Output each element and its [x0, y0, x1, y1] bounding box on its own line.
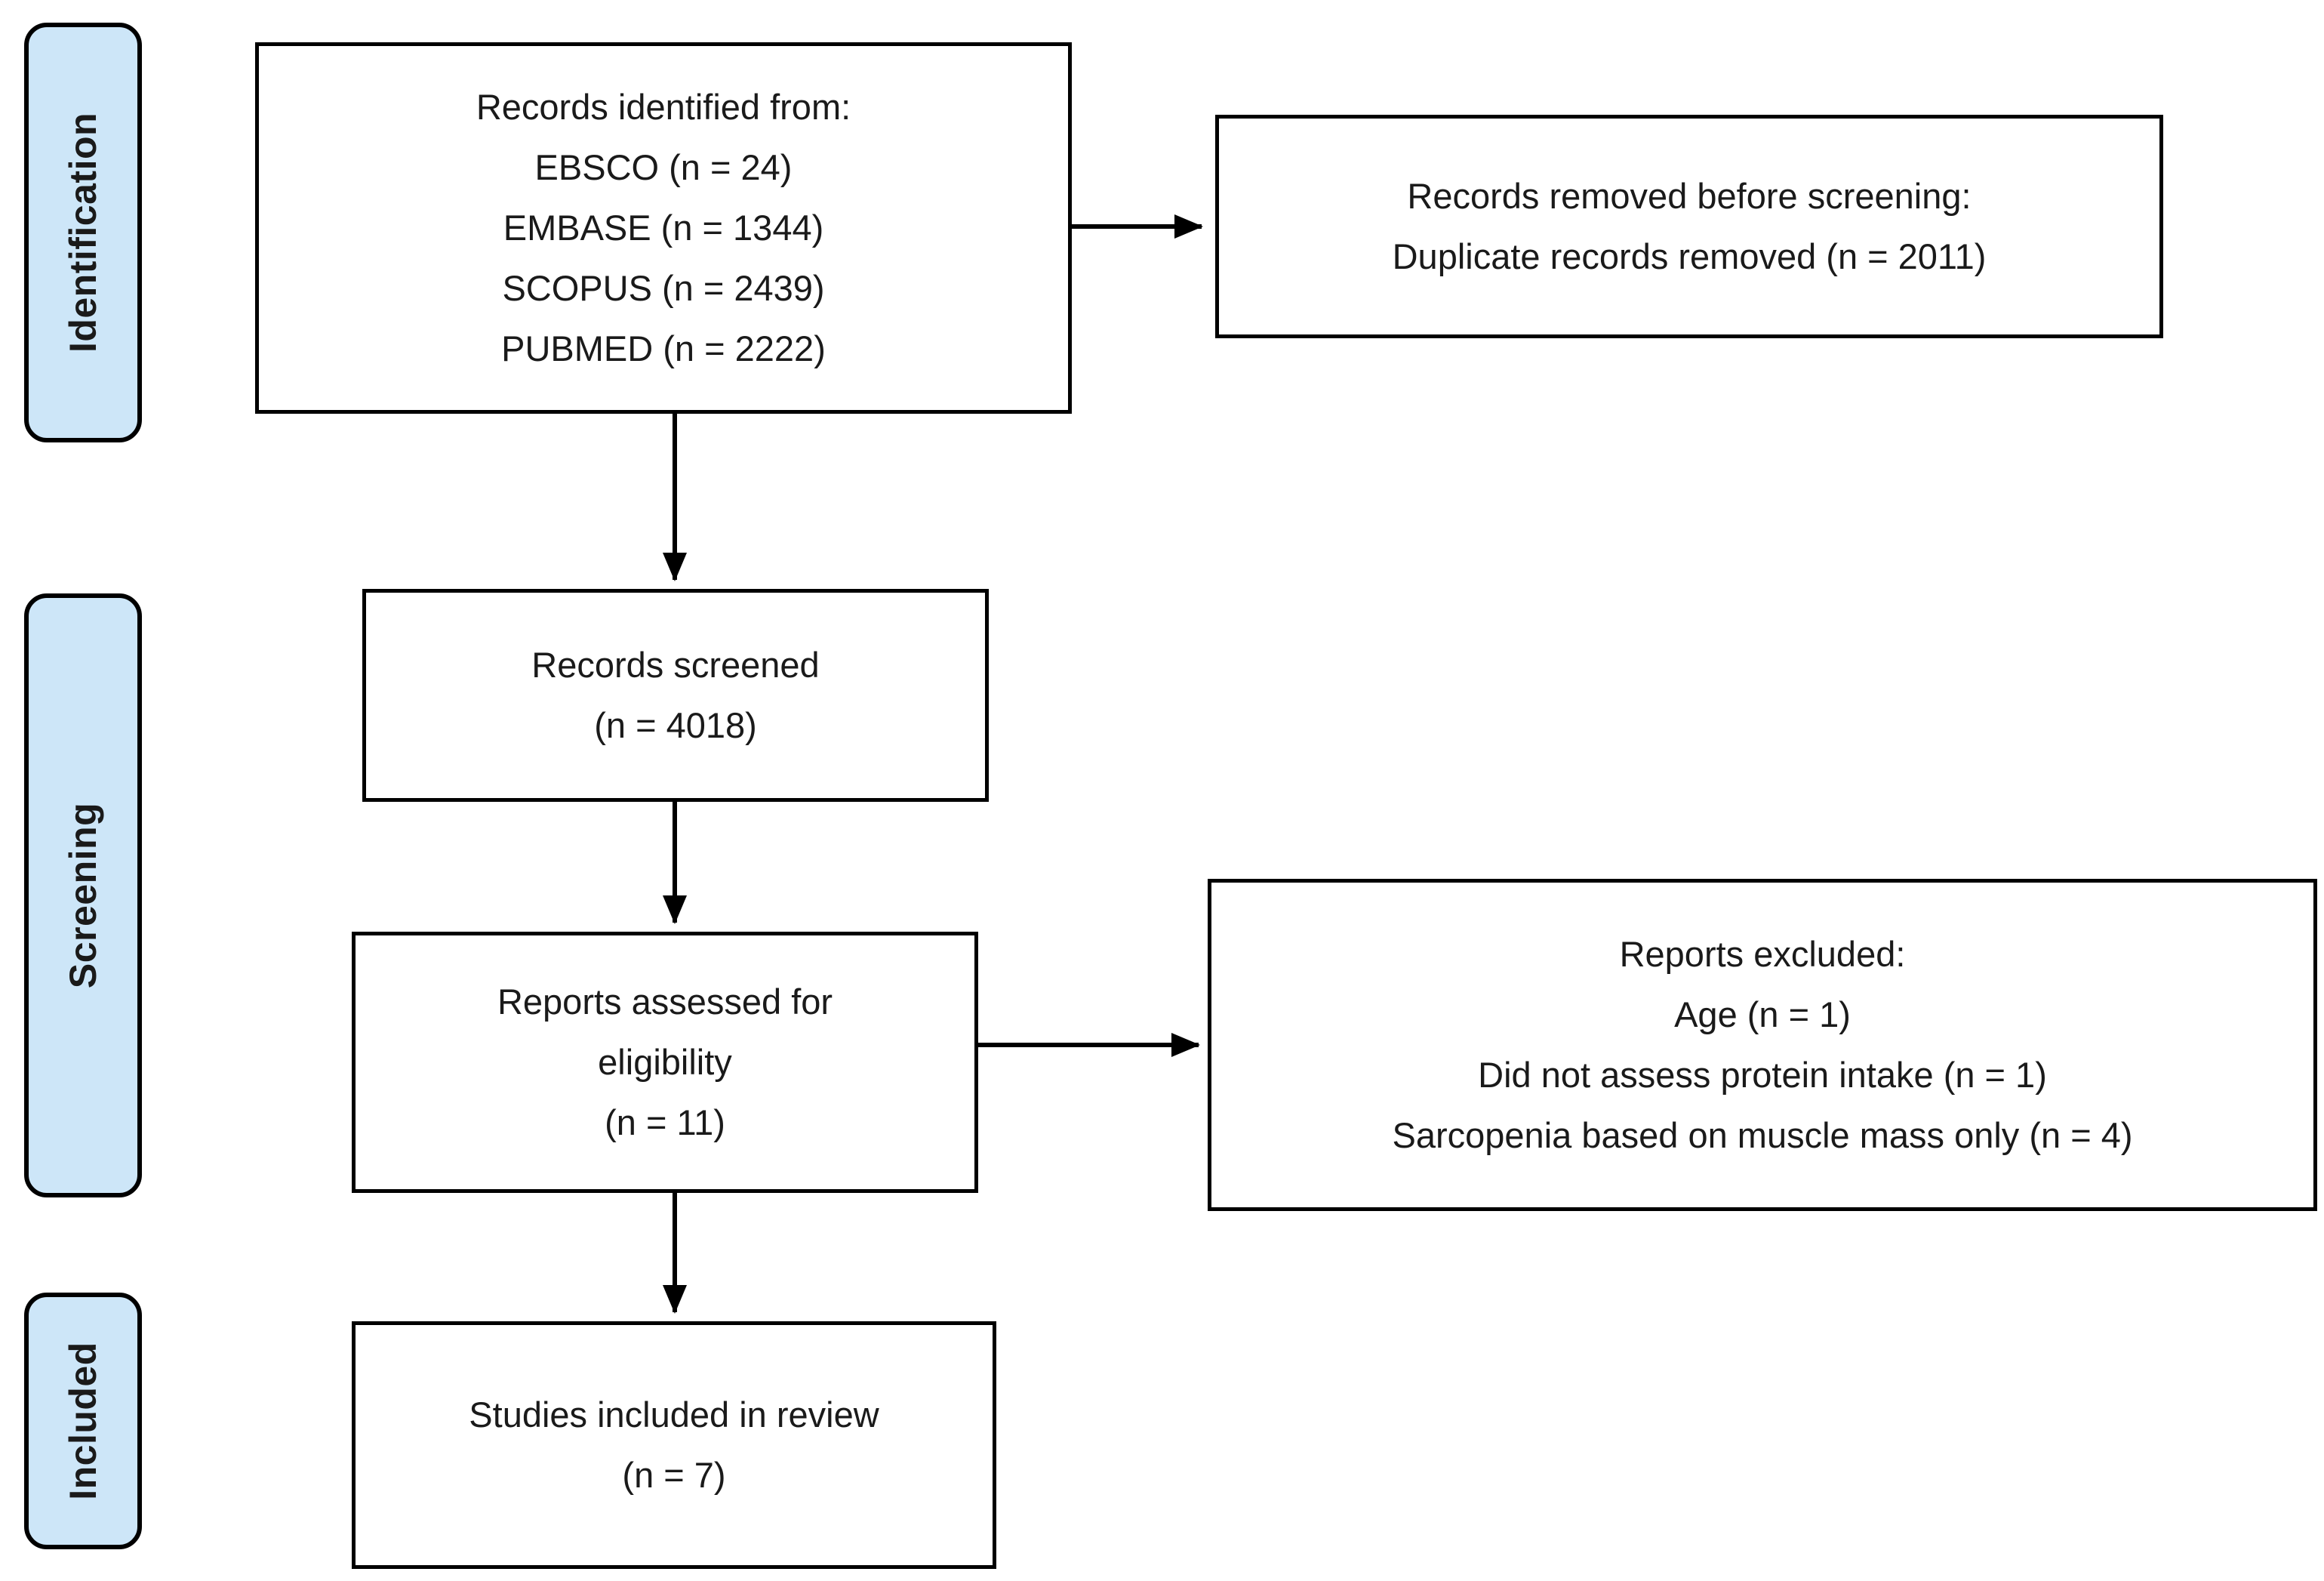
box-reports-excluded: Reports excluded: Age (n = 1) Did not as… — [1208, 879, 2317, 1211]
records-screened-line-1: Records screened — [531, 645, 820, 685]
records-identified-line-5: PUBMED (n = 2222) — [501, 328, 826, 368]
records-removed-line-2: Duplicate records removed (n = 2011) — [1392, 236, 1987, 276]
records-removed-line-1: Records removed before screening: — [1407, 176, 1972, 216]
reports-assessed-line-2: eligibility — [598, 1042, 732, 1082]
stage-label-included: Included — [24, 1293, 142, 1549]
studies-included-line-2: (n = 7) — [622, 1455, 726, 1495]
box-studies-included: Studies included in review (n = 7) — [352, 1321, 996, 1569]
reports-excluded-line-4: Sarcopenia based on muscle mass only (n … — [1392, 1115, 2133, 1155]
records-identified-line-3: EMBASE (n = 1344) — [503, 208, 824, 248]
stage-label-identification: Identification — [24, 23, 142, 442]
studies-included-line-1: Studies included in review — [469, 1395, 879, 1435]
stage-label-screening-text: Screening — [62, 802, 104, 989]
reports-excluded-line-2: Age (n = 1) — [1674, 994, 1851, 1034]
records-identified-line-2: EBSCO (n = 24) — [534, 147, 793, 187]
records-screened-line-2: (n = 4018) — [594, 705, 757, 745]
reports-assessed-line-1: Reports assessed for — [497, 982, 833, 1022]
stage-label-identification-text: Identification — [62, 112, 105, 353]
box-reports-assessed: Reports assessed for eligibility (n = 11… — [352, 932, 978, 1193]
reports-excluded-line-3: Did not assess protein intake (n = 1) — [1478, 1055, 2047, 1095]
box-records-removed: Records removed before screening: Duplic… — [1215, 115, 2163, 338]
box-records-screened: Records screened (n = 4018) — [362, 589, 989, 802]
stage-label-screening: Screening — [24, 593, 142, 1197]
reports-assessed-line-3: (n = 11) — [605, 1102, 725, 1142]
stage-label-included-text: Included — [62, 1342, 105, 1500]
records-identified-line-4: SCOPUS (n = 2439) — [502, 268, 825, 308]
reports-excluded-line-1: Reports excluded: — [1619, 934, 1906, 974]
box-records-identified: Records identified from: EBSCO (n = 24) … — [255, 42, 1072, 414]
records-identified-line-1: Records identified from: — [476, 87, 851, 127]
